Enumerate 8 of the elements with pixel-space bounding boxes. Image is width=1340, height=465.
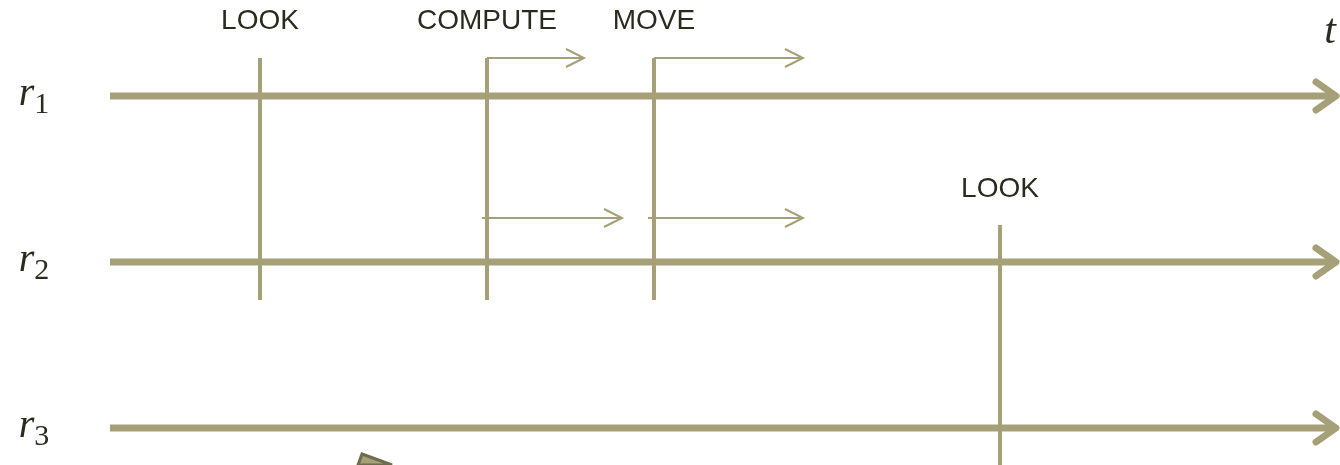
phase-label: MOVE — [612, 6, 696, 34]
time-label: t — [1324, 8, 1336, 50]
robot-label: r$_{1}$ — [18, 72, 50, 112]
robot-label: r$_{3}$ — [18, 404, 50, 444]
phase-label: LOOK — [961, 174, 1039, 202]
robot-label: r$_{2}$ — [18, 238, 50, 278]
phase-label: COMPUTE — [417, 6, 557, 34]
phase-label: LOOK — [221, 6, 299, 34]
